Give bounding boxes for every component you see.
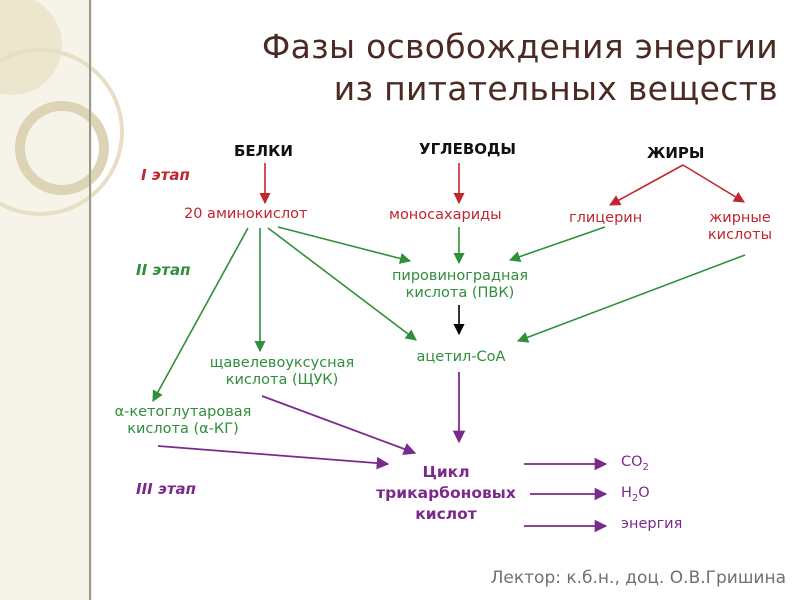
pvk-node: пировиноградная кислота (ПВК) [385, 268, 535, 301]
pvk-line-1: пировиноградная [391, 268, 529, 284]
monosaccharides-node: моносахариды [389, 207, 502, 223]
fatty-acids-line-1: жирные [709, 210, 771, 226]
slide-title: Фазы освобождения энергии из питательных… [200, 26, 778, 110]
arrow-amino-to-pvk [277, 226, 412, 264]
output-energy: энергия [621, 516, 683, 532]
fatty-acids-node: жирные кислоты [700, 210, 780, 243]
h2o-o: O [638, 485, 650, 501]
arrow-fats-to-glycerol [609, 164, 684, 206]
tca-cycle-node: Цикл трикарбоновых кислот [356, 462, 536, 525]
akg-node: α-кетоглутаровая кислота (α-КГ) [106, 404, 260, 437]
output-h2o: H2O [621, 485, 650, 504]
amino-acids-node: 20 аминокислот [184, 206, 308, 222]
acetyl-coa-node: ацетил-СоА [416, 349, 506, 365]
arrow-amino-to-akg [152, 227, 249, 402]
h2o-h: H [621, 485, 632, 501]
output-co2: CO2 [621, 454, 649, 473]
stage-three-label: III этап [136, 480, 197, 498]
header-proteins: БЕЛКИ [234, 142, 293, 160]
arrow-fatty-to-acetyl [516, 254, 746, 343]
fatty-acids-line-2: кислоты [707, 226, 773, 243]
tca-line-3: кислот [415, 504, 477, 523]
arrow-glycerol-to-pvk [508, 226, 606, 262]
stage-one-label: I этап [141, 166, 190, 184]
tca-line-2: трикарбоновых [376, 483, 516, 502]
shuk-node: щавелевоуксусная кислота (ЩУК) [199, 355, 365, 388]
header-fats: ЖИРЫ [647, 144, 705, 162]
arrow-amino-to-acetyl [267, 227, 417, 341]
arrow-shuk-to-cycle [261, 395, 417, 455]
header-carbs: УГЛЕВОДЫ [419, 140, 516, 158]
stage-two-label: II этап [136, 261, 191, 279]
shuk-line-1: щавелевоуксусная [209, 355, 355, 371]
co2-subscript: 2 [642, 461, 649, 473]
tca-line-1: Цикл [422, 463, 470, 481]
h2o-subscript: 2 [631, 492, 639, 504]
arrow-akg-to-cycle [157, 445, 390, 470]
pvk-line-2: кислота (ПВК) [405, 284, 515, 301]
arrow-fats-to-fatty-acids [682, 164, 745, 203]
akg-line-1: α-кетоглутаровая [114, 404, 252, 420]
title-line-2: из питательных веществ [333, 69, 778, 108]
glycerol-node: глицерин [569, 210, 643, 226]
title-line-1: Фазы освобождения энергии [261, 27, 778, 66]
akg-line-2: кислота (α-КГ) [127, 420, 239, 437]
co2-base: CO [621, 454, 643, 470]
lecturer-credit: Лектор: к.б.н., доц. О.В.Гришина [490, 568, 786, 588]
shuk-line-2: кислота (ЩУК) [225, 371, 339, 388]
